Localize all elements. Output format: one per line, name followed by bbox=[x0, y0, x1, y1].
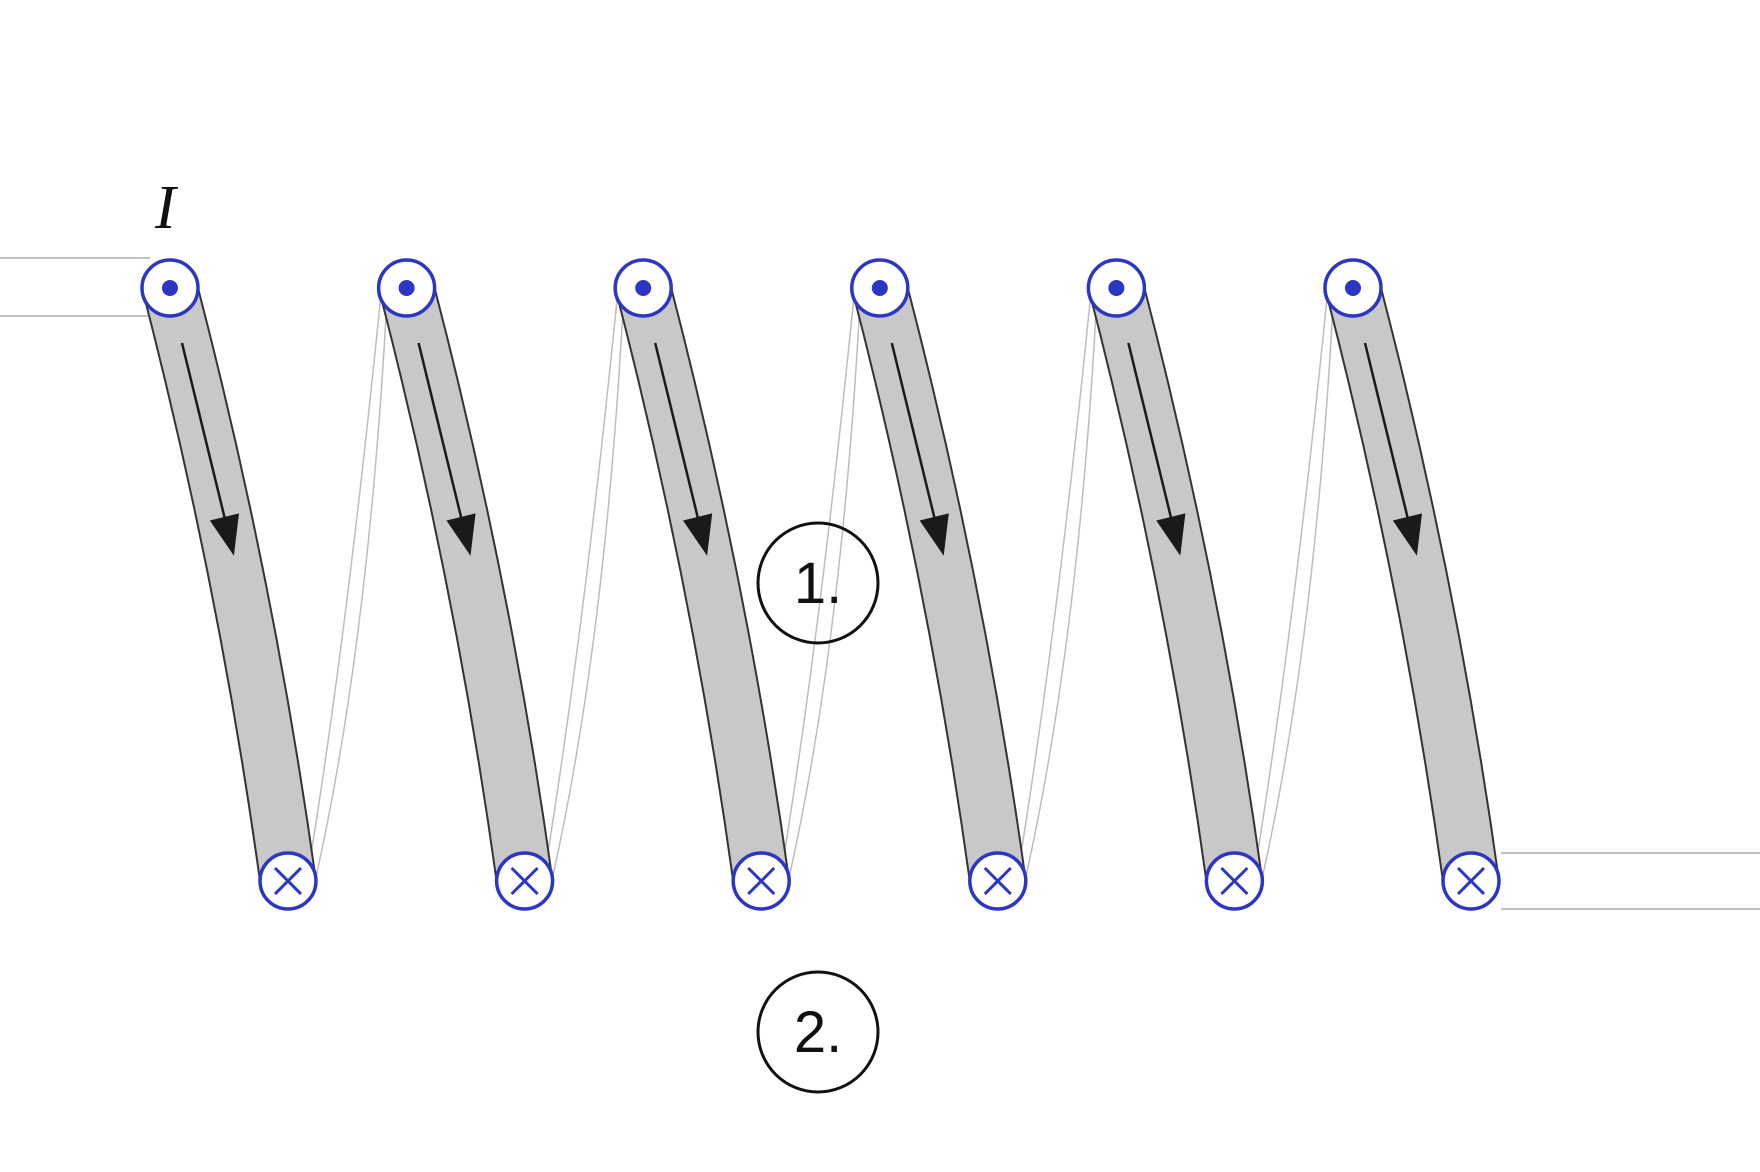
current-into-page-icon bbox=[258, 851, 318, 911]
arrow-head-icon bbox=[209, 513, 239, 556]
current-out-of-page-icon bbox=[1086, 258, 1147, 318]
current-out-of-page-icon bbox=[140, 258, 200, 318]
front-wire bbox=[1087, 287, 1264, 882]
lead-wires bbox=[0, 257, 1760, 910]
front-wire bbox=[1323, 287, 1501, 882]
region-label-1: 1. bbox=[756, 521, 880, 645]
region-label-1-text: 1. bbox=[794, 551, 842, 616]
back-wires bbox=[309, 297, 1334, 878]
current-direction-line bbox=[890, 342, 944, 549]
arrow-head-icon bbox=[1156, 513, 1186, 556]
arrow-head-icon bbox=[446, 513, 476, 556]
current-out-of-page-icon bbox=[850, 258, 910, 318]
current-direction-line bbox=[417, 342, 470, 549]
region-label-2: 2. bbox=[756, 970, 880, 1094]
current-symbols bbox=[140, 258, 1501, 911]
current-out-of-page-icon bbox=[1323, 258, 1383, 318]
region-label-2-circle bbox=[756, 970, 880, 1094]
current-direction-line bbox=[1127, 342, 1180, 549]
current-into-page-icon bbox=[731, 851, 791, 911]
current-into-page-icon bbox=[968, 851, 1028, 911]
front-wire bbox=[613, 287, 791, 882]
lead-wire-in bbox=[0, 257, 150, 317]
current-out-of-page-icon bbox=[376, 258, 437, 318]
current-into-page-icon bbox=[494, 851, 555, 911]
arrow-head-icon bbox=[919, 513, 949, 556]
back-wire bbox=[309, 297, 388, 878]
current-direction-line bbox=[653, 342, 707, 549]
current-out-of-page-icon bbox=[613, 258, 673, 318]
region-label-1-circle bbox=[756, 521, 880, 645]
current-direction-line bbox=[180, 342, 234, 549]
front-wires bbox=[140, 287, 1501, 882]
back-wire bbox=[1255, 297, 1334, 878]
back-wire bbox=[545, 297, 624, 878]
front-wire bbox=[377, 287, 554, 882]
arrow-head-icon bbox=[683, 513, 713, 556]
current-direction-line bbox=[1363, 342, 1417, 549]
region-label-2-text: 2. bbox=[794, 1000, 842, 1065]
current-label: I bbox=[154, 174, 179, 242]
current-into-page-icon bbox=[1441, 851, 1501, 911]
arrow-head-icon bbox=[1392, 513, 1422, 556]
front-wire bbox=[140, 287, 318, 882]
lead-wire-out bbox=[1501, 852, 1760, 910]
current-into-page-icon bbox=[1204, 851, 1265, 911]
back-wire bbox=[782, 297, 861, 878]
back-wire bbox=[1019, 297, 1098, 878]
